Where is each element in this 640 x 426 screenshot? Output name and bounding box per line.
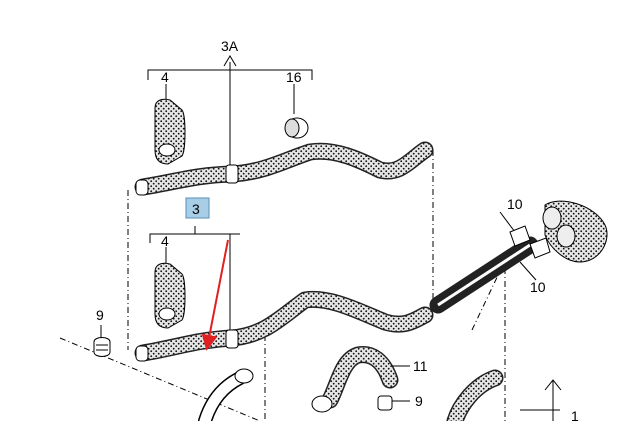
part-3-highlight xyxy=(185,197,210,219)
label-3a[interactable]: 3A xyxy=(221,38,239,54)
part-labels: 3A 4 16 3 4 9 10 10 11 9 1 xyxy=(96,38,579,424)
label-10-top[interactable]: 10 xyxy=(507,196,523,212)
lower-left-pipe xyxy=(198,368,254,426)
lower-hose xyxy=(311,346,410,413)
hose-assembly-3a xyxy=(134,55,434,196)
label-11[interactable]: 11 xyxy=(413,358,428,374)
annotation-arrow xyxy=(201,239,229,351)
label-9-left[interactable]: 9 xyxy=(96,307,104,323)
mounting-plate-top xyxy=(154,98,186,165)
sleeve-part xyxy=(284,117,309,139)
label-1[interactable]: 1 xyxy=(571,408,579,424)
hose-assembly-3 xyxy=(134,226,434,362)
label-9-bottom[interactable]: 9 xyxy=(415,393,423,409)
label-4-top[interactable]: 4 xyxy=(161,69,169,85)
connector-assembly xyxy=(429,200,608,314)
label-3[interactable]: 3 xyxy=(192,201,200,217)
label-10-bottom[interactable]: 10 xyxy=(530,279,546,295)
lower-right-hose xyxy=(446,369,562,426)
mounting-plate-bottom xyxy=(154,262,186,329)
clamp-left xyxy=(93,325,111,357)
label-16[interactable]: 16 xyxy=(286,69,302,85)
reference-lines xyxy=(59,150,511,422)
label-4-bottom[interactable]: 4 xyxy=(161,233,169,249)
